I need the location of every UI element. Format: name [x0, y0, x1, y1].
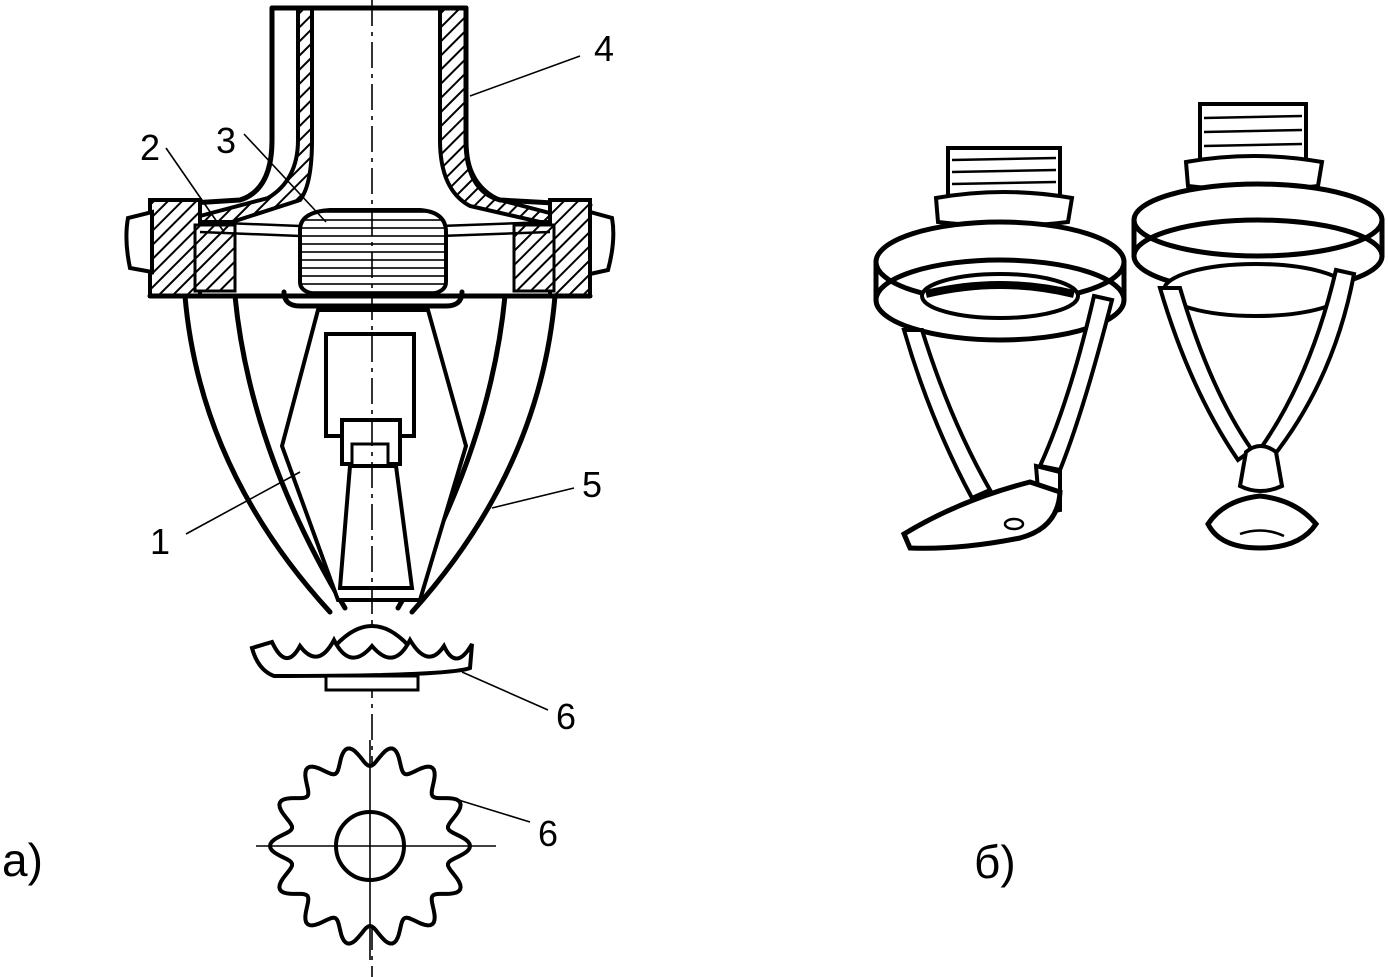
leader-6-top: [461, 671, 549, 711]
panel-label-a: а): [2, 834, 43, 886]
callout-6-bottom: 6: [538, 813, 558, 854]
callout-2: 2: [140, 127, 160, 168]
deflector-plan-view: [256, 740, 496, 960]
leader-5: [491, 487, 575, 509]
callout-4: 4: [594, 28, 614, 69]
leader-6-bottom: [451, 797, 531, 823]
valve-cap: [281, 208, 465, 309]
leader-3: [243, 133, 327, 223]
leader-1: [185, 471, 301, 535]
callout-5: 5: [582, 464, 602, 505]
leader-lines: [165, 55, 581, 823]
sprinkler-illustrations: [873, 102, 1385, 551]
leader-4: [469, 55, 581, 97]
sprinkler-section-drawing: 1 2 3 4 5 6 6: [124, 0, 616, 977]
thermal-lock: [279, 308, 469, 602]
sprinkler-right-illustration: [1131, 102, 1385, 551]
panel-label-b: б): [974, 836, 1016, 888]
leader-2: [165, 147, 225, 233]
body-neck-section: [157, 5, 593, 224]
callout-1: 1: [150, 521, 170, 562]
deflector-side-view: [249, 624, 474, 692]
callout-6-top: 6: [556, 696, 576, 737]
callout-3: 3: [216, 120, 236, 161]
sprinkler-left-illustration: [873, 146, 1127, 551]
